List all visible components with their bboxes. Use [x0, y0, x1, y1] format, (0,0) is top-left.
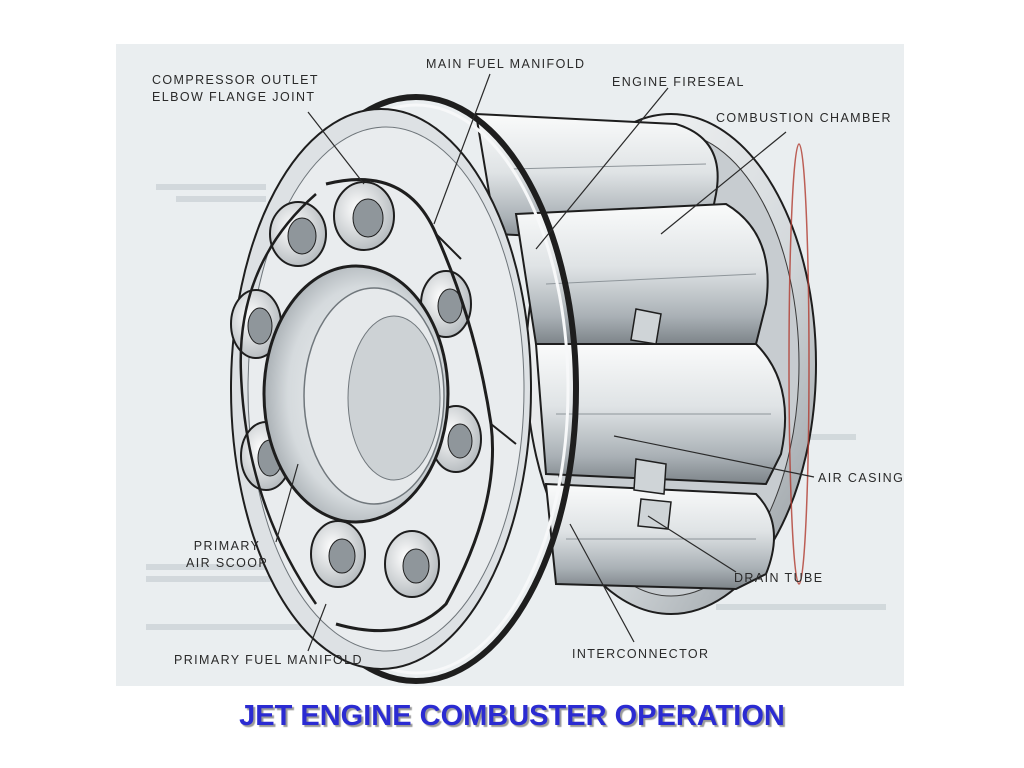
combustor-illustration	[146, 73, 886, 684]
label-compressor-outlet-line1: COMPRESSOR OUTLET	[152, 73, 319, 87]
leader-lines	[275, 73, 815, 652]
label-engine-fireseal: ENGINE FIRESEAL	[612, 75, 745, 89]
label-interconnector: INTERCONNECTOR	[572, 647, 710, 661]
label-primary-air-scoop-line2: AIR SCOOP	[186, 556, 269, 570]
label-compressor-outlet: COMPRESSOR OUTLET ELBOW FLANGE JOINT	[152, 72, 319, 106]
label-primary-fuel-manifold: PRIMARY FUEL MANIFOLD	[174, 653, 363, 667]
fuel-manifold-lines	[239, 178, 517, 633]
label-compressor-outlet-line2: ELBOW FLANGE JOINT	[152, 90, 316, 104]
label-drain-tube: DRAIN TUBE	[734, 571, 824, 585]
central-bore	[262, 264, 450, 524]
label-primary-air-scoop-line1: PRIMARY	[193, 539, 261, 553]
label-primary-air-scoop: PRIMARY AIR SCOOP	[186, 538, 268, 572]
combustion-cans-rear	[474, 112, 787, 591]
engine-diagram: COMPRESSOR OUTLET ELBOW FLANGE JOINT MAI…	[116, 44, 904, 686]
label-air-casing: AIR CASING	[818, 471, 904, 485]
slide-title: JET ENGINE COMBUSTER OPERATION	[239, 700, 785, 732]
label-combustion-chamber: COMBUSTION CHAMBER	[716, 111, 892, 125]
label-main-fuel-manifold: MAIN FUEL MANIFOLD	[426, 57, 586, 71]
